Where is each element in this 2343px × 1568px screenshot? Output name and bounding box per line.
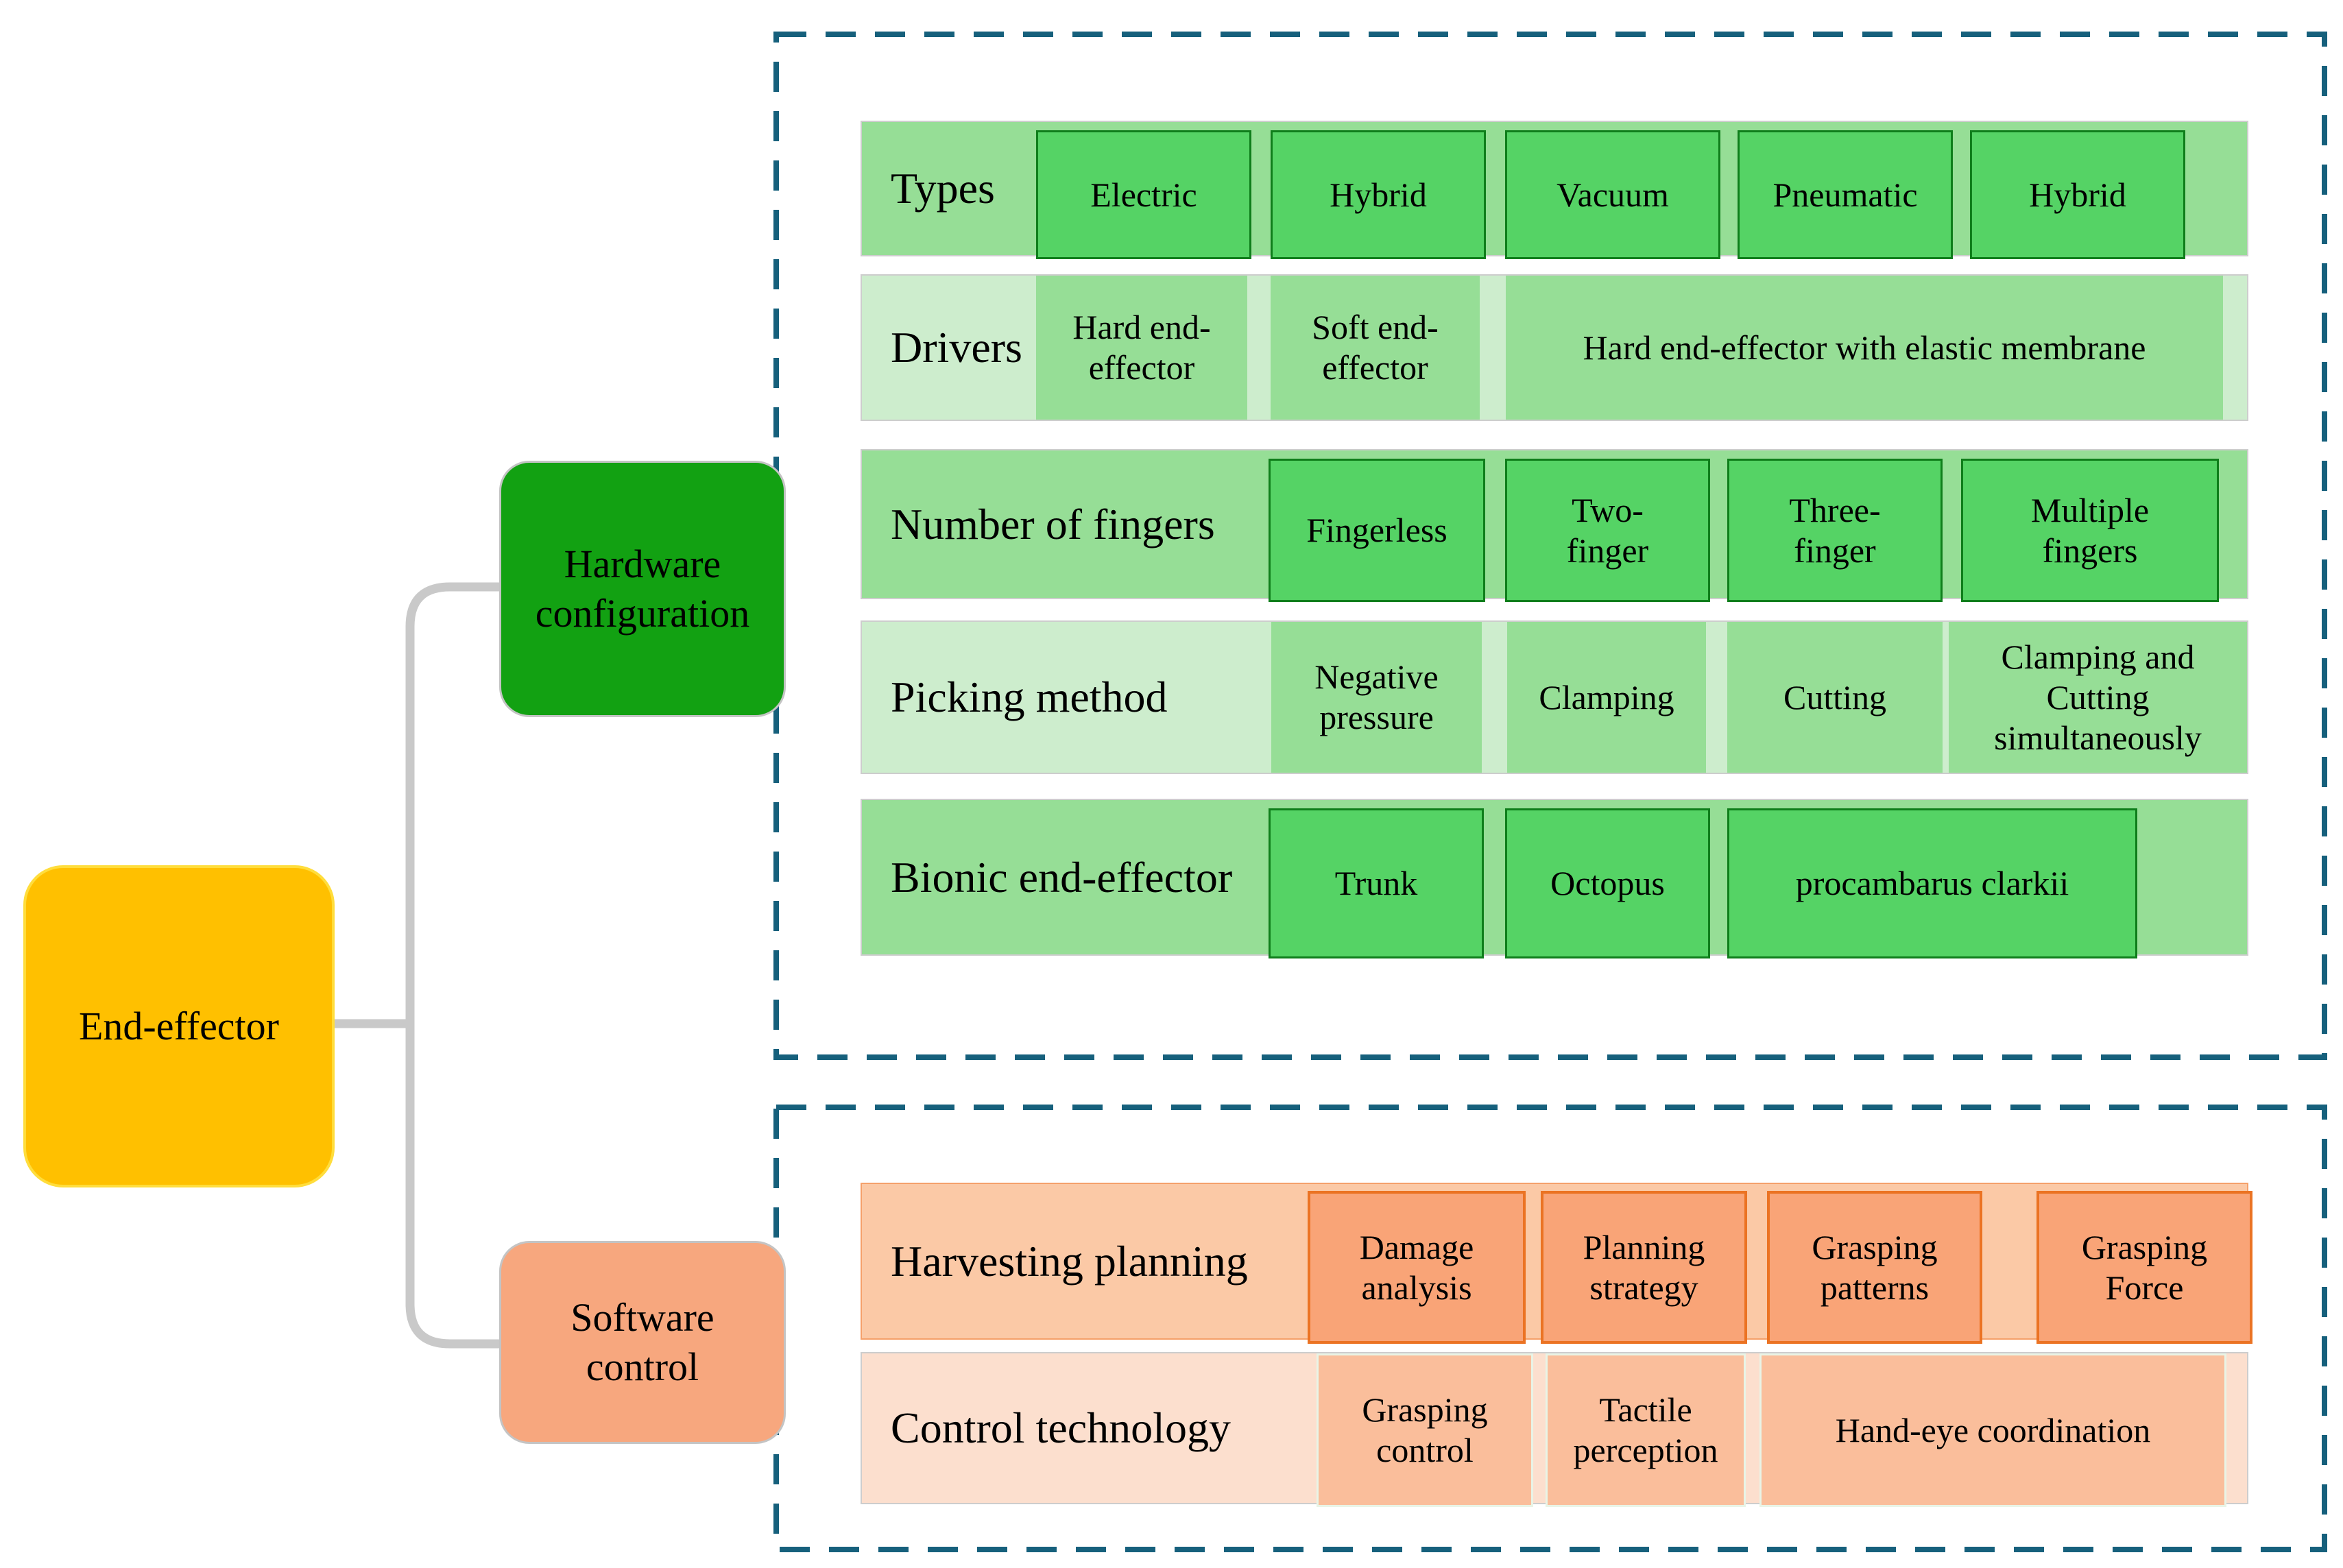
cell-octopus: Octopus: [1505, 808, 1710, 958]
cell-tactile-perception: Tactile perception: [1546, 1353, 1746, 1507]
cell-clamping: Clamping: [1507, 622, 1706, 773]
cell-grasping-control: Grasping control: [1317, 1353, 1533, 1507]
hardware-configuration-node: Hardware configuration: [499, 461, 786, 717]
row-label-control-technology: Control technology: [891, 1403, 1231, 1452]
row-harvesting-planning: Harvesting planning Damage analysis Plan…: [861, 1183, 2252, 1344]
row-label-harvesting-planning: Harvesting planning: [891, 1236, 1248, 1286]
cell-fingerless: Fingerless: [1269, 459, 1485, 602]
row-number-of-fingers: Number of fingers Fingerless Two-finger …: [861, 449, 2248, 602]
hardware-configuration-node-label: Hardware configuration: [535, 541, 750, 636]
cell-grasping-force: Grasping Force: [2036, 1191, 2252, 1344]
cell-hard-end-effector: Hard end-effector: [1036, 276, 1247, 420]
cell-hand-eye-coordination: Hand-eye coordination: [1759, 1353, 2226, 1507]
cell-hard-end-effector-elastic-membrane: Hard end-effector with elastic membrane: [1506, 276, 2223, 420]
row-control-technology: Control technology Grasping control Tact…: [861, 1352, 2248, 1507]
end-effector-node: End-effector: [23, 865, 335, 1187]
row-types: Types Electric Hybrid Vacuum Pneumatic H…: [861, 121, 2248, 259]
cell-two-finger: Two-finger: [1505, 459, 1710, 602]
cell-pneumatic: Pneumatic: [1738, 130, 1953, 259]
row-drivers: Drivers Hard end-effector Soft end-effec…: [861, 274, 2248, 421]
cell-negative-pressure: Negative pressure: [1271, 622, 1482, 773]
end-effector-node-label: End-effector: [79, 1003, 279, 1048]
cell-clamping-and-cutting: Clamping and Cutting simultaneously: [1949, 622, 2247, 773]
row-picking-method: Picking method Negative pressure Clampin…: [861, 620, 2248, 774]
row-label-drivers: Drivers: [891, 323, 1022, 372]
cell-procambarus-clarkii: procambarus clarkii: [1727, 808, 2137, 958]
cell-soft-end-effector: Soft end-effector: [1271, 276, 1480, 420]
row-label-picking-method: Picking method: [891, 673, 1168, 721]
row-label-number-of-fingers: Number of fingers: [891, 499, 1215, 548]
cell-damage-analysis: Damage analysis: [1308, 1191, 1526, 1344]
cell-cutting: Cutting: [1727, 622, 1943, 773]
cell-hybrid-1: Hybrid: [1271, 130, 1486, 259]
cell-electric: Electric: [1036, 130, 1251, 259]
cell-grasping-patterns: Grasping patterns: [1767, 1191, 1982, 1344]
row-label-bionic-end-effector: Bionic end-effector: [891, 852, 1233, 902]
cell-vacuum: Vacuum: [1505, 130, 1720, 259]
cell-three-finger: Three-finger: [1727, 459, 1943, 602]
row-bionic-end-effector: Bionic end-effector Trunk Octopus procam…: [861, 799, 2248, 958]
row-label-types: Types: [891, 164, 995, 213]
software-control-node-label: Software control: [570, 1294, 714, 1390]
software-control-node: Software control: [499, 1241, 786, 1444]
connector-root-to-branches: [329, 582, 501, 1349]
cell-hybrid-2: Hybrid: [1970, 130, 2185, 259]
cell-multiple-fingers: Multiple fingers: [1961, 459, 2219, 602]
cell-trunk: Trunk: [1269, 808, 1484, 958]
cell-planning-strategy: Planning strategy: [1541, 1191, 1747, 1344]
